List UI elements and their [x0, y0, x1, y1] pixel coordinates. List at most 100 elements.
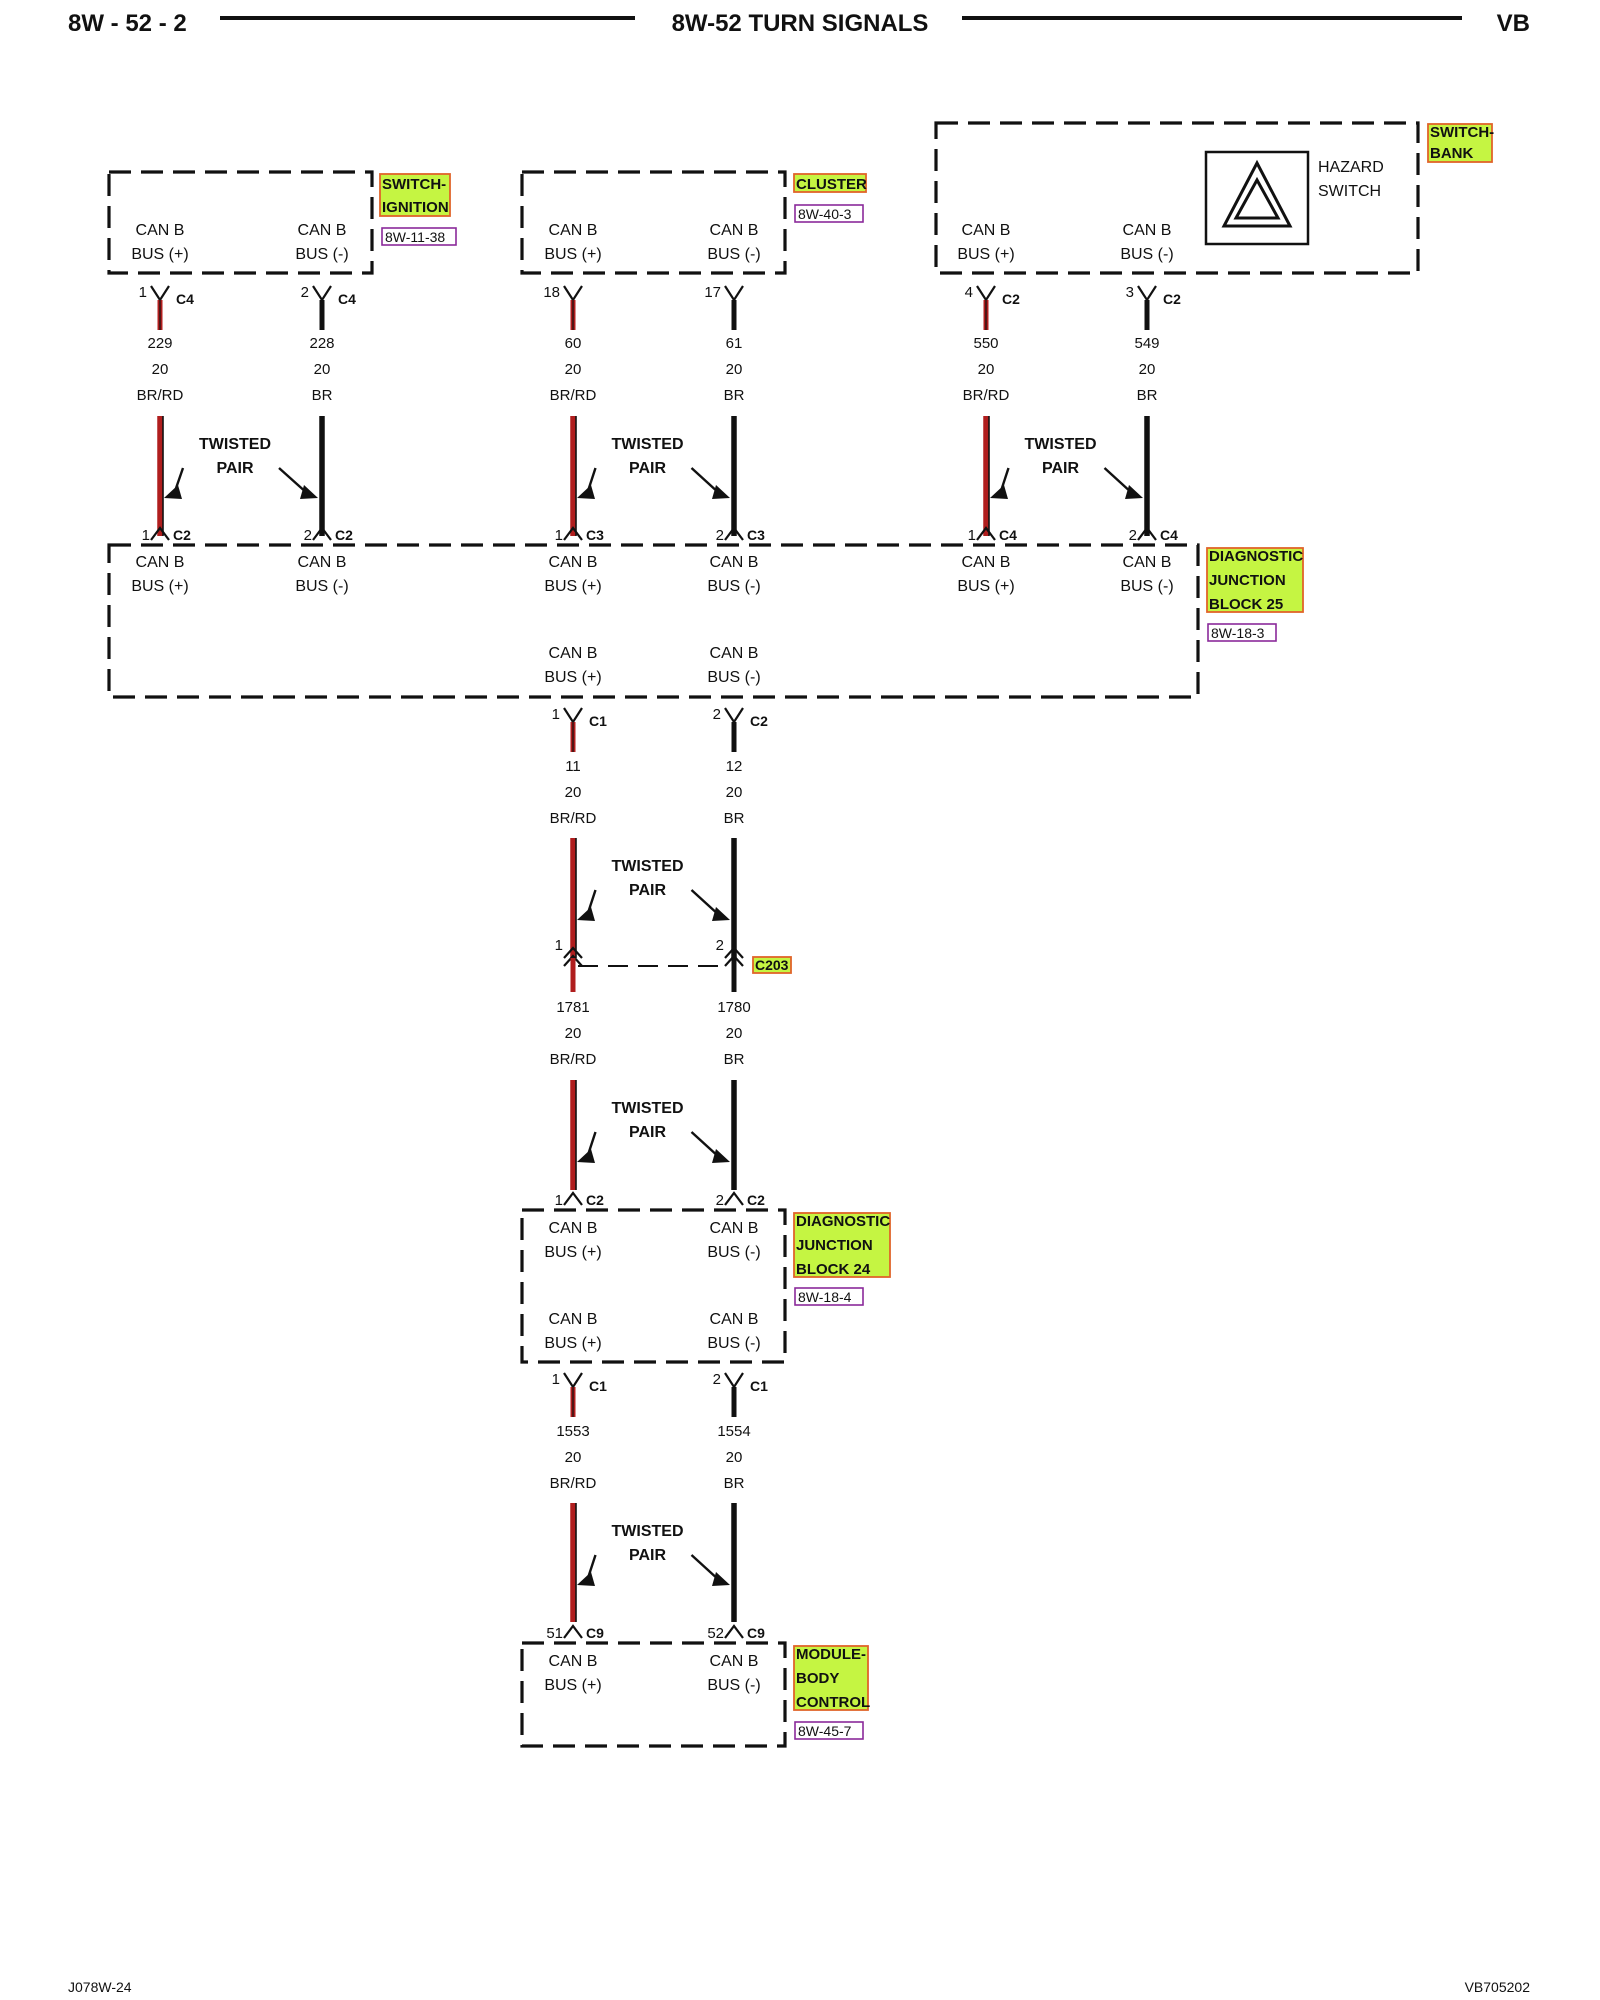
djb25-bottom-neg-bus-label: BUS (-) [707, 669, 760, 686]
pair2-twisted-label: TWISTED [612, 436, 684, 453]
pair6-pos-top-pin: 1 [552, 1371, 560, 1388]
pair5-arrow-left-head [577, 1149, 595, 1163]
djb24-bottom-neg-can-label: CAN B [710, 1311, 759, 1328]
pair5-arrow-right-head [712, 1149, 730, 1163]
pair4-pos-wire-color: BR/RD [550, 810, 597, 827]
pair2-arrow-right-head [712, 485, 730, 499]
c203-label-highlight [752, 956, 792, 974]
pair4-pos-top-pin: 1 [552, 706, 560, 723]
pair1-neg-wire-color: BR [312, 387, 333, 404]
pair4-pos-bottom-pin: 1 [555, 937, 563, 954]
switch-bank-pos-can-label: CAN B [962, 222, 1011, 239]
cluster-neg-bus-label: BUS (-) [707, 246, 760, 263]
djb24-top-neg-bus-label: BUS (-) [707, 1244, 760, 1261]
djb25-label-3: BLOCK 25 [1209, 596, 1283, 613]
djb24-ref-box [794, 1287, 864, 1306]
page-number: 8W - 52 - 2 [68, 10, 187, 37]
pair6-pos-bottom-pin: 51 [546, 1625, 563, 1642]
pair6-neg-top-pin: 2 [713, 1371, 721, 1388]
djb25-right-pos-bus-label: BUS (+) [957, 578, 1014, 595]
pair1-neg-top-connector-icon [312, 285, 332, 303]
pair6-pos-gauge: 20 [565, 1449, 582, 1466]
pair3-pos-bottom-conn: C4 [999, 527, 1017, 543]
pair2-neg-bottom-pin: 2 [716, 527, 724, 544]
bcm-neg-can-label: CAN B [710, 1653, 759, 1670]
pair6-neg-gauge: 20 [726, 1449, 743, 1466]
ignition-ref-box [381, 227, 457, 246]
pair4-pos-inline-connector-lower [563, 954, 583, 967]
bcm-ref-box [794, 1721, 864, 1740]
pair5-neg-bottom-connector-icon [724, 1191, 744, 1206]
pair6-neg-circuit-number: 1554 [717, 1423, 750, 1440]
pair1-twisted-label: TWISTED [199, 436, 271, 453]
pair3-neg-wire-color: BR [1137, 387, 1158, 404]
pair3-neg-bottom-conn: C4 [1160, 527, 1178, 543]
pair6-neg-top-conn: C1 [750, 1378, 768, 1394]
djb24-top-pos-bus-label: BUS (+) [544, 1244, 601, 1261]
pair2-pos-bottom-pin: 1 [555, 527, 563, 544]
djb25-right-pos-can-label: CAN B [962, 554, 1011, 571]
djb24-top-pos-can-label: CAN B [549, 1220, 598, 1237]
djb25-label-1: DIAGNOSTIC [1209, 548, 1303, 565]
pair3-twisted-label: TWISTED [1025, 436, 1097, 453]
pair2-neg-gauge: 20 [726, 361, 743, 378]
pair2-pos-bottom-connector-icon [563, 526, 583, 541]
djb25-label-highlight [1206, 547, 1304, 613]
pair5-neg-bottom-pin: 2 [716, 1192, 724, 1209]
pair6-pair-label: PAIR [629, 1547, 666, 1564]
pair3-pair-label: PAIR [1042, 460, 1079, 477]
pair1-neg-bottom-pin: 2 [304, 527, 312, 544]
pair6-arrow-right-head [712, 1572, 730, 1586]
pair5-neg-circuit-number: 1780 [717, 999, 750, 1016]
pair6-pos-bottom-connector-icon [563, 1624, 583, 1639]
pair2-neg-top-pin: 17 [704, 284, 721, 301]
djb25-mid-pos-can-label: CAN B [549, 554, 598, 571]
pair6-pos-top-connector-icon [563, 1372, 583, 1390]
pair1-pos-bottom-pin: 1 [142, 527, 150, 544]
switch-bank-neg-can-label: CAN B [1123, 222, 1172, 239]
switch-bank-label-2: BANK [1430, 145, 1473, 162]
cluster-ref[interactable]: 8W-40-3 [798, 206, 852, 222]
bcm-ref[interactable]: 8W-45-7 [798, 1723, 852, 1739]
ignition-label-2: IGNITION [382, 199, 449, 216]
djb24-label-2: JUNCTION [796, 1237, 873, 1254]
pair5-pos-gauge: 20 [565, 1025, 582, 1042]
djb25-top-neg-can-label: CAN B [298, 554, 347, 571]
footer-left: J078W-24 [68, 1979, 132, 1995]
hazard-switch-label-2: SWITCH [1318, 183, 1381, 200]
djb24-ref[interactable]: 8W-18-4 [798, 1289, 852, 1305]
djb25-mid-neg-bus-label: BUS (-) [707, 578, 760, 595]
pair1-pos-bottom-connector-icon [150, 526, 170, 541]
page-code: VB [1497, 10, 1530, 37]
djb24-box [520, 1208, 787, 1364]
bcm-label-1: MODULE- [796, 1646, 866, 1663]
pair1-arrow-right-head [300, 485, 318, 499]
pair4-pos-inline-connector-upper [563, 946, 583, 959]
cluster-box [520, 170, 787, 275]
page-header: 8W - 52 - 2 8W-52 TURN SIGNALS VB [68, 10, 1530, 37]
djb25-ref-box [1207, 623, 1277, 642]
djb24-bottom-pos-bus-label: BUS (+) [544, 1335, 601, 1352]
djb25-ref[interactable]: 8W-18-3 [1211, 625, 1265, 641]
ignition-ref[interactable]: 8W-11-38 [385, 229, 445, 245]
djb24-bottom-neg-bus-label: BUS (-) [707, 1335, 760, 1352]
bcm-box [520, 1641, 787, 1748]
djb24-label-1: DIAGNOSTIC [796, 1213, 890, 1230]
cluster-pos-bus-label: BUS (+) [544, 246, 601, 263]
ignition-pos-bus-label: BUS (+) [131, 246, 188, 263]
cluster-label: CLUSTER [796, 176, 867, 193]
pair2-pos-gauge: 20 [565, 361, 582, 378]
djb25-bottom-pos-bus-label: BUS (+) [544, 669, 601, 686]
pair4-neg-gauge: 20 [726, 784, 743, 801]
pair6-pos-top-conn: C1 [589, 1378, 607, 1394]
pair2-neg-bottom-connector-icon [724, 526, 744, 541]
pair4-neg-circuit-number: 12 [726, 758, 743, 775]
pair4-arrow-right-head [712, 907, 730, 921]
ignition-neg-can-label: CAN B [298, 222, 347, 239]
pair5-pair-label: PAIR [629, 1124, 666, 1141]
pair5-neg-gauge: 20 [726, 1025, 743, 1042]
pair1-pos-top-conn: C4 [176, 291, 194, 307]
pair6-neg-bottom-connector-icon [724, 1624, 744, 1639]
pair4-neg-inline-connector-upper [724, 946, 744, 959]
footer-right: VB705202 [1465, 1979, 1531, 1995]
